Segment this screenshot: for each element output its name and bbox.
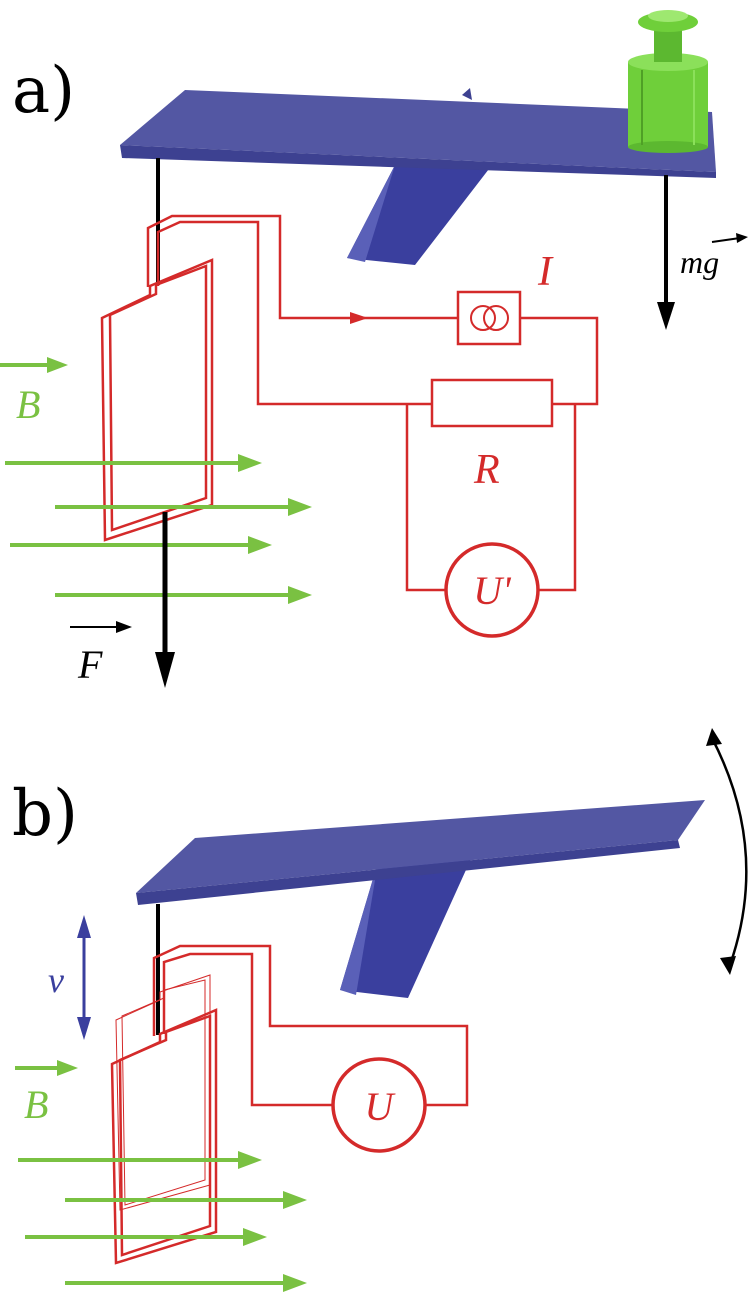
- balance-beam-b: [136, 800, 705, 905]
- voltmeter-b: [331, 1057, 427, 1153]
- panel-a: a) mg: [0, 10, 748, 688]
- panel-b: b): [12, 728, 748, 1292]
- magnetic-field-b: [15, 1066, 285, 1285]
- magnetic-field-a-heads: [47, 357, 312, 604]
- force-vector-overline: [70, 621, 132, 633]
- voltmeter-b-label: U: [365, 1084, 397, 1129]
- weight-vector-overline: [711, 233, 748, 243]
- fulcrum-a: [347, 88, 492, 265]
- rotation-arrow: [706, 728, 748, 975]
- velocity-arrow: [77, 915, 91, 1040]
- panel-b-label: b): [12, 777, 78, 851]
- voltmeter-a: [444, 542, 540, 638]
- magnetic-field-a: [0, 363, 290, 597]
- current-direction-arrow: [350, 312, 368, 324]
- weight-force-arrow: [657, 175, 675, 330]
- field-label-b: B: [24, 1082, 48, 1127]
- weight-mass: [628, 10, 708, 153]
- velocity-label: v: [48, 960, 64, 1000]
- resistor: [430, 378, 554, 428]
- voltmeter-wire-left: [405, 404, 446, 592]
- magnetic-field-b-heads: [57, 1060, 307, 1292]
- force-label: F: [77, 642, 103, 687]
- current-label: I: [537, 249, 554, 295]
- coil-b: [110, 944, 469, 1265]
- field-label-a: B: [16, 382, 40, 427]
- coil-a: [100, 214, 460, 542]
- current-source: [456, 290, 522, 346]
- weight-label: mg: [680, 244, 719, 280]
- panel-a-label: a): [12, 54, 75, 128]
- resistor-label: R: [473, 447, 500, 493]
- force-arrow: [155, 512, 175, 688]
- voltmeter-a-label: U': [473, 568, 512, 613]
- voltmeter-wire-right: [538, 404, 577, 592]
- fulcrum-b: [340, 850, 475, 998]
- balance-beam-a: [120, 90, 716, 178]
